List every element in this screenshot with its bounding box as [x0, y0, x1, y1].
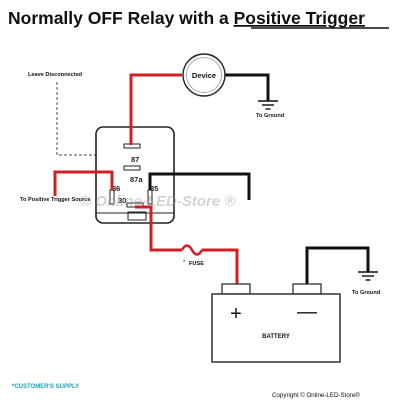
- wire-30-to-fuse: [135, 205, 182, 252]
- wire-87-to-device: [129, 73, 182, 145]
- wire-trigger-to-86: [53, 170, 114, 196]
- to-ground-top-label: To Ground: [256, 113, 285, 119]
- device-inner-ring: [186, 57, 222, 93]
- fuse-supply-mark: *: [183, 260, 186, 266]
- wire-fuse-to-battery-positive: [202, 248, 239, 284]
- fuse-label: FUSE: [189, 261, 204, 267]
- pin-87a-blade: [123, 165, 141, 171]
- pin-87a-label: 87a: [130, 175, 143, 184]
- to-ground-right-label: To Ground: [352, 290, 381, 296]
- pin-30-label: 30: [118, 196, 126, 205]
- battery-positive-terminal: [221, 283, 251, 295]
- battery-negative-terminal: [292, 283, 322, 295]
- customers-supply-note: *CUSTOMER'S SUPPLY: [12, 384, 79, 390]
- battery-label: BATTERY: [262, 334, 290, 340]
- fuse-symbol: [180, 244, 204, 256]
- wire-battery-to-ground: [305, 246, 370, 284]
- ground-symbol-top: [258, 100, 278, 110]
- relay-base-tab: [127, 211, 147, 221]
- battery-body: [211, 293, 341, 363]
- battery-plus-sign: +: [230, 303, 242, 325]
- diagram-title: Normally OFF Relay with a Positive Trigg…: [8, 8, 365, 28]
- wire-device-to-ground: [225, 73, 270, 101]
- pin-85-label: 85: [150, 184, 158, 193]
- copyright-notice: Copyright © Online-LED-Store®: [272, 392, 360, 399]
- title-part-1: Normally OFF Relay with a: [8, 8, 234, 28]
- device-label: Device: [192, 71, 216, 80]
- battery-minus-sign: —: [297, 301, 317, 323]
- title-part-2: Positive Trigger: [234, 8, 365, 28]
- watermark: © Online-LED-Store ®: [80, 193, 236, 210]
- ground-symbol-right: [358, 271, 378, 281]
- to-positive-trigger-label: To Positive Trigger Source: [20, 197, 90, 203]
- pin-87-label: 87: [131, 155, 139, 164]
- leave-disconnected-label: Leave Disconnected: [28, 72, 83, 78]
- pin-86-label: 86: [112, 184, 120, 193]
- wire-85-to-ground: [148, 172, 251, 200]
